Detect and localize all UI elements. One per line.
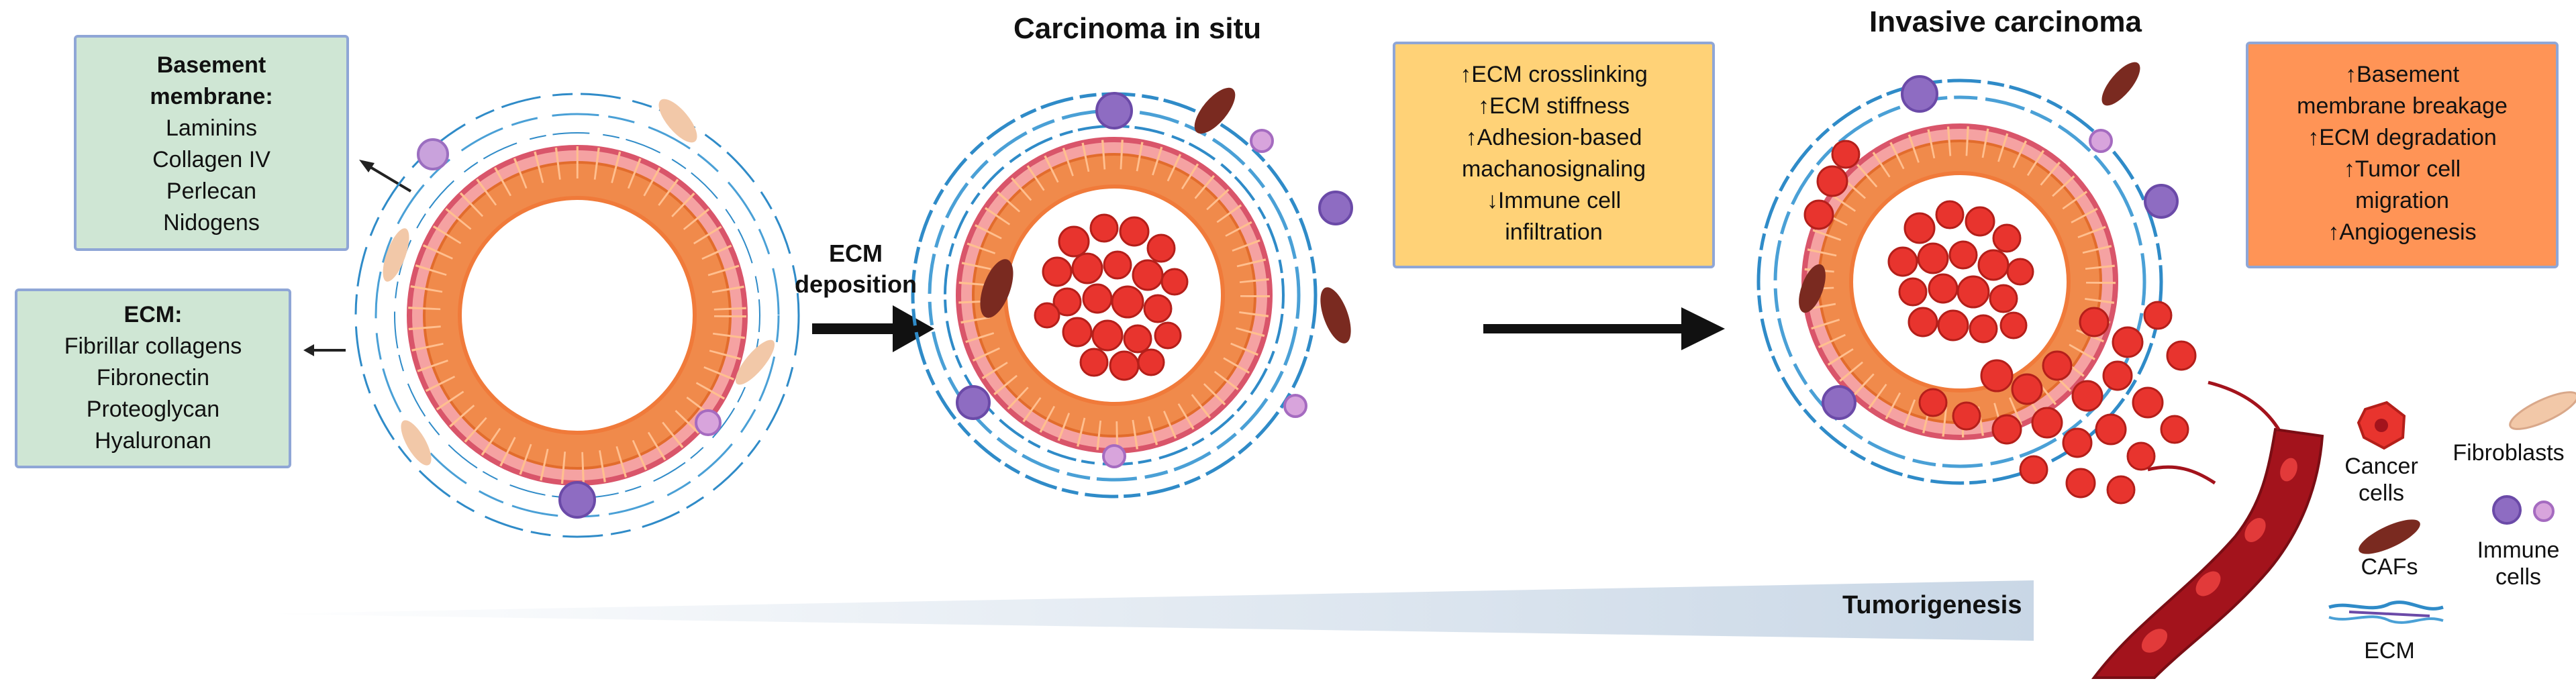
in-situ-title: Carcinoma in situ — [1013, 12, 1262, 45]
legend-cancer-label-2: cells — [2358, 480, 2405, 506]
change-item-3: ↑Adhesion-based — [1465, 125, 1642, 150]
ecm-item-proteoglycan: Proteoglycan — [86, 397, 220, 422]
ecm-deposition-label-1: ECM — [829, 240, 883, 267]
legend-cafs-label: CAFs — [2361, 554, 2418, 580]
ecm-heading: ECM: — [123, 302, 183, 327]
invasive-item-6: ↑Angiogenesis — [2328, 219, 2477, 245]
change-item-1: ↑ECM crosslinking — [1460, 62, 1648, 87]
change-item-4: machanosignaling — [1461, 156, 1646, 182]
change-item-6: infiltration — [1505, 219, 1603, 245]
legend-fibroblasts-label: Fibroblasts — [2453, 440, 2565, 466]
normal-duct — [354, 93, 800, 538]
legend-caf-icon — [2359, 519, 2420, 554]
legend-immune-label-1: Immune — [2477, 537, 2560, 563]
basement-item-nidogens: Nidogens — [163, 210, 260, 235]
invasive-changes-box: ↑Basement membrane breakage ↑ECM degrada… — [2246, 42, 2559, 268]
invasive-item-2: membrane breakage — [2297, 93, 2508, 119]
basement-pointer-arrow — [359, 160, 412, 193]
legend-immune-label-2: cells — [2495, 564, 2542, 590]
basement-membrane-box: Basement membrane: Laminins Collagen IV … — [74, 35, 349, 251]
invasive-item-5: migration — [2355, 188, 2449, 213]
basement-membrane-heading-2: membrane: — [150, 84, 273, 109]
invasive-item-3: ↑ECM degradation — [2308, 125, 2497, 150]
basement-item-perlecan: Perlecan — [166, 178, 257, 204]
blood-vessel — [2091, 380, 2324, 679]
change-item-5: ↓Immune cell — [1486, 188, 1622, 213]
legend-immune-cells-icon — [2492, 495, 2555, 525]
ecm-item-fibronectin: Fibronectin — [96, 365, 210, 390]
ecm-item-hyaluronan: Hyaluronan — [95, 428, 211, 454]
legend-cancer-cell-icon — [2357, 401, 2406, 450]
change-item-2: ↑ECM stiffness — [1477, 93, 1630, 119]
ecm-pointer-arrow — [303, 344, 346, 356]
invasive-title: Invasive carcinoma — [1869, 5, 2142, 38]
basement-item-laminins: Laminins — [165, 115, 258, 141]
invasive-item-4: ↑Tumor cell — [2343, 156, 2461, 182]
ecm-deposition-label: ECM deposition — [789, 238, 923, 300]
tumorigenesis-gradient — [255, 580, 2034, 641]
legend-ecm-label: ECM — [2364, 638, 2415, 664]
in-situ-duct — [911, 87, 1353, 499]
invasive-duct — [1756, 62, 2197, 505]
tumorigenesis-label: Tumorigenesis — [1842, 591, 2022, 619]
ecm-deposition-label-2: deposition — [795, 270, 917, 298]
basement-membrane-heading-1: Basement — [156, 52, 266, 78]
legend-cancer-label-1: Cancer — [2344, 454, 2418, 479]
ecm-box: ECM: Fibrillar collagens Fibronectin Pro… — [15, 289, 291, 468]
legend-cancer-label: Cancer cells — [2334, 453, 2428, 507]
legend-fibroblast-icon — [2509, 391, 2576, 430]
ecm-deposition-arrow — [812, 305, 934, 352]
progression-arrow — [1483, 307, 1725, 350]
in-situ-changes-box: ↑ECM crosslinking ↑ECM stiffness ↑Adhesi… — [1393, 42, 1715, 268]
basement-item-collagen: Collagen IV — [152, 147, 270, 172]
ecm-item-fibrillar-collagens: Fibrillar collagens — [64, 333, 242, 359]
legend-ecm-icon — [2328, 600, 2444, 624]
invasive-item-1: ↑Basement — [2344, 62, 2460, 87]
legend-immune-label: Immune cells — [2465, 537, 2572, 590]
